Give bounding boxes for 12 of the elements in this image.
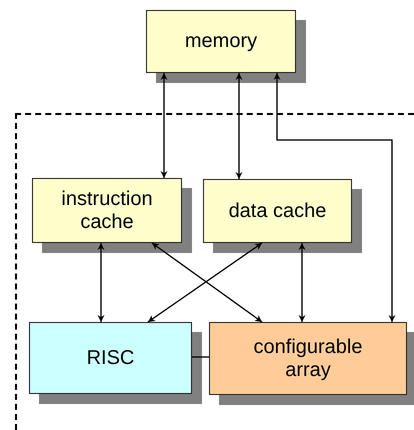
double-arrow bbox=[298, 243, 306, 322]
node-label: instruction cache bbox=[60, 188, 154, 234]
double-arrow bbox=[274, 73, 396, 322]
double-arrow bbox=[160, 73, 168, 178]
node-label: memory bbox=[184, 30, 258, 53]
node-label: data cache bbox=[228, 200, 326, 222]
double-arrow bbox=[236, 73, 242, 179]
node-label: configurable array bbox=[252, 336, 364, 382]
connector-line bbox=[192, 356, 209, 358]
dashed-boundary bbox=[15, 113, 414, 430]
node-label: RISC bbox=[86, 346, 134, 370]
double-arrow bbox=[98, 243, 104, 322]
